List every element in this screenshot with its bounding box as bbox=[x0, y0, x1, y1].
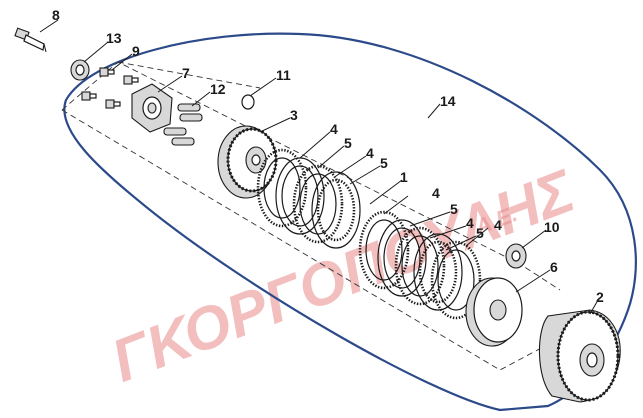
callout-5-fourth: 5 bbox=[476, 225, 484, 241]
callout-11: 11 bbox=[276, 67, 291, 83]
bolt-part bbox=[14, 27, 47, 53]
callout-12: 12 bbox=[210, 81, 226, 97]
callout-3: 3 bbox=[290, 107, 298, 123]
callout-labels: 8 13 9 7 12 11 3 14 4 5 4 5 1 4 5 4 5 4 … bbox=[52, 7, 604, 305]
clutch-basket-part bbox=[538, 309, 621, 403]
plate-stack-upper bbox=[256, 148, 361, 249]
callout-14: 14 bbox=[440, 93, 456, 109]
thrust-washer-part bbox=[505, 243, 527, 269]
bearing-part bbox=[70, 59, 90, 81]
watermark-main-text: ΓΚΟΡΓΟΠΟΥΛΗΣ bbox=[103, 157, 584, 395]
callout-13: 13 bbox=[106, 30, 122, 46]
clutch-hub-part bbox=[217, 125, 278, 199]
circlip-part bbox=[241, 94, 255, 110]
screw-parts bbox=[81, 67, 139, 109]
callout-5-third: 5 bbox=[450, 201, 458, 217]
callout-9: 9 bbox=[132, 43, 140, 59]
callout-5-first: 5 bbox=[344, 135, 352, 151]
callout-4-third: 4 bbox=[432, 185, 440, 201]
callout-2: 2 bbox=[596, 289, 604, 305]
spring-parts bbox=[163, 103, 203, 146]
pressure-plate-part bbox=[131, 83, 173, 133]
callout-5-second: 5 bbox=[380, 155, 388, 171]
callout-1: 1 bbox=[400, 169, 408, 185]
callout-8: 8 bbox=[52, 7, 60, 23]
callout-6: 6 bbox=[550, 259, 558, 275]
assembly-outline bbox=[63, 32, 637, 412]
pressure-disc-part bbox=[465, 277, 523, 347]
callout-4-fourth: 4 bbox=[466, 215, 474, 231]
callout-4-fifth: 4 bbox=[494, 217, 502, 233]
watermark: ΓΚΟΡΓΟΠΟΥΛΗΣ Α.Ε. bbox=[103, 157, 584, 395]
callout-4-first: 4 bbox=[330, 121, 338, 137]
callout-4-second: 4 bbox=[366, 145, 374, 161]
leader-lines bbox=[39, 19, 599, 315]
plate-stack-lower bbox=[358, 210, 482, 320]
callout-7: 7 bbox=[182, 65, 190, 81]
callout-10: 10 bbox=[544, 219, 560, 235]
